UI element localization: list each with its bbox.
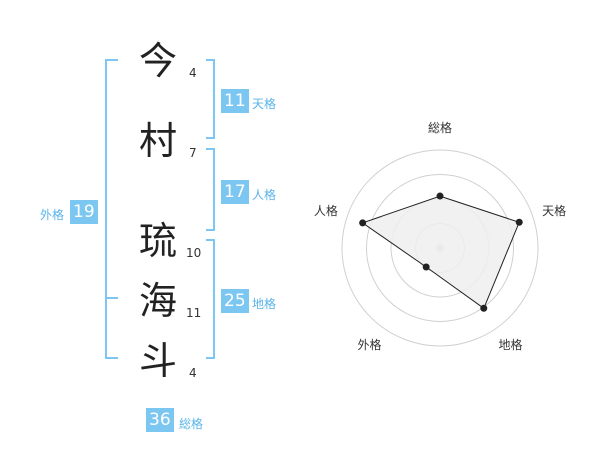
radar-point-1: [436, 192, 444, 200]
stroke-count-3: 10: [186, 246, 202, 260]
radar-point-2: [515, 218, 523, 226]
radar-axis-label-3: 地格: [498, 337, 522, 352]
radar-point-5: [359, 219, 367, 227]
stroke-count-2: 7: [189, 146, 197, 160]
radar-ring-3: [366, 174, 514, 322]
chikaku-value: 25: [221, 289, 249, 313]
soukaku-label: 総格: [179, 417, 204, 431]
tenkaku-label: 天格: [252, 97, 277, 111]
stroke-count-5: 4: [189, 366, 197, 380]
radar-axis-label-4: 外格: [357, 337, 381, 352]
soukaku-value: 36: [146, 408, 174, 432]
chikaku-label: 地格: [252, 297, 277, 311]
radar-axis-label-1: 総格: [428, 120, 452, 135]
radar-axis-label-2: 天格: [542, 203, 566, 218]
jinkaku-label: 人格: [252, 188, 277, 202]
stroke-count-1: 4: [189, 66, 197, 80]
gaikaku-label: 外格: [40, 208, 65, 222]
radar-ring-4: [341, 149, 539, 347]
radar-point-4: [422, 263, 430, 271]
name-char-2: 村: [138, 119, 177, 163]
gaikaku-value: 19: [70, 200, 98, 224]
jinkaku-value: 17: [221, 180, 249, 204]
name-char-4: 海: [138, 279, 177, 323]
name-char-3: 琉: [138, 219, 177, 263]
name-char-1: 今: [138, 39, 177, 83]
radar-series-polygon: [361, 195, 520, 310]
tenkaku-value: 11: [221, 89, 249, 113]
name-char-5: 斗: [138, 339, 177, 383]
stroke-count-4: 11: [186, 306, 202, 320]
radar-point-3: [480, 304, 488, 312]
radar-axis-label-5: 人格: [314, 203, 338, 218]
